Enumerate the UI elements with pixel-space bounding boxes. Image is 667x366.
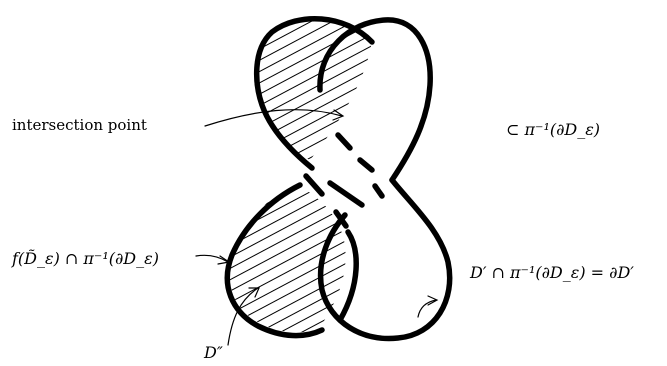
left-strand-bottom <box>224 182 325 339</box>
f-image-arrow <box>195 254 229 263</box>
f-image-arrowhead <box>217 255 231 265</box>
d-double-prime-arrowhead <box>248 287 260 298</box>
d-double-prime-arrow <box>227 287 259 346</box>
intersection-point-label: intersection point <box>12 116 147 134</box>
f-image-intersection-label: f(D̃_ε) ∩ π⁻¹(∂D_ε) <box>12 249 159 268</box>
d-prime-intersection-label: D′ ∩ π⁻¹(∂D_ε) = ∂D′ <box>470 263 634 282</box>
left-strand-middle <box>327 180 365 208</box>
intersection-point-arrow <box>204 109 343 127</box>
preimage-subset-label: ⊂ π⁻¹(∂D_ε) <box>506 120 601 139</box>
upper-shaded-region <box>258 18 372 160</box>
right-strand-inner <box>337 229 359 323</box>
crossing-dash-low <box>333 209 349 229</box>
crossing-dash-lower <box>303 173 325 197</box>
d-prime-arrow <box>417 299 437 318</box>
crossing-dash-mid <box>357 157 375 173</box>
lower-shaded-region <box>229 182 346 333</box>
crossing-dash-upper <box>335 132 353 151</box>
d-prime-arrowhead <box>427 295 439 306</box>
right-strand-top <box>317 17 433 183</box>
intersection-point-arrowhead <box>332 109 345 121</box>
crossing-dash-right <box>372 183 385 199</box>
left-strand-top <box>253 15 375 171</box>
right-strand-bottom <box>317 177 453 342</box>
d-double-prime-label: D″ <box>204 343 223 362</box>
